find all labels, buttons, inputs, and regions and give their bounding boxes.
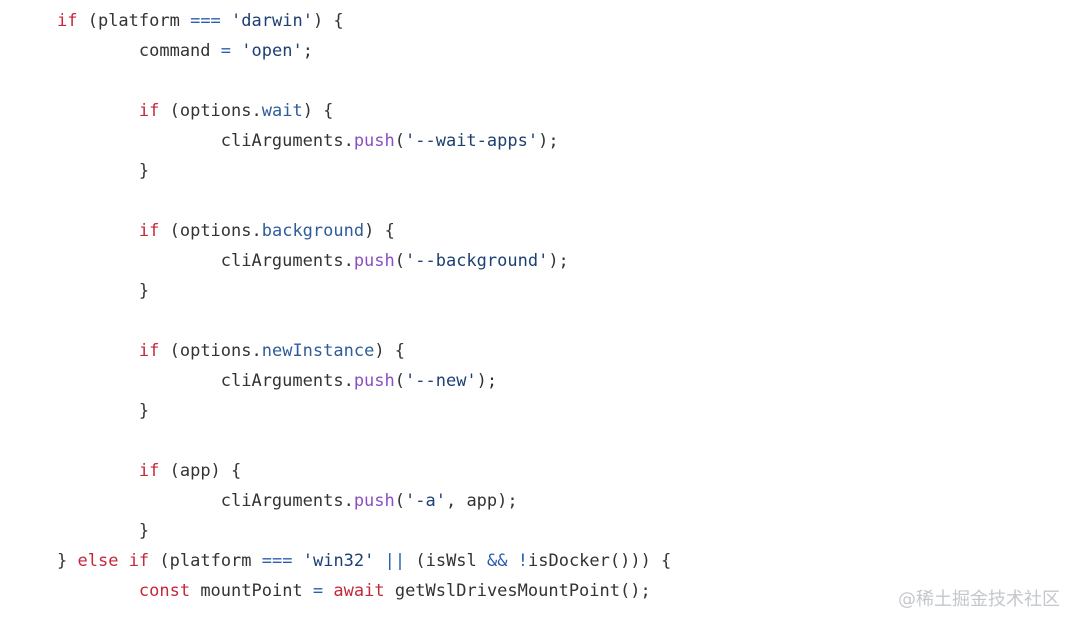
code-token-string: '--new' — [405, 371, 477, 391]
code-token-operator: && — [487, 551, 508, 571]
code-token-string: 'darwin' — [231, 11, 313, 31]
code-token-string: 'win32' — [302, 551, 375, 571]
code-line: if (options.newInstance) { — [57, 336, 405, 366]
code-token-plain: } — [57, 551, 78, 571]
code-token-operator: === — [261, 551, 293, 571]
code-token-operator: = — [312, 581, 324, 601]
code-token-plain: (app) { — [159, 461, 242, 481]
code-line: cliArguments.push('--background'); — [57, 246, 569, 276]
code-token-plain: ; — [302, 41, 313, 61]
code-token-operator: || — [384, 551, 406, 571]
code-line: command = 'open'; — [57, 36, 313, 66]
code-token-property: wait — [261, 101, 303, 121]
code-token-property: background — [261, 221, 365, 241]
code-token-property: newInstance — [261, 341, 375, 361]
code-token-plain: ); — [538, 131, 559, 151]
code-token-plain: (platform — [77, 11, 191, 31]
code-token-operator: ! — [517, 551, 528, 571]
code-token-plain: , app); — [445, 491, 518, 511]
code-token-string: '-a' — [405, 491, 446, 511]
code-token-plain: ( — [394, 491, 406, 511]
code-line: } — [57, 516, 149, 546]
code-token-plain — [374, 551, 384, 571]
code-token-plain: ); — [548, 251, 569, 271]
code-token-plain — [57, 341, 139, 361]
code-line: } — [57, 396, 149, 426]
code-token-operator: = — [220, 41, 232, 61]
code-token-keyword: await — [333, 581, 385, 601]
code-token-plain: ( — [394, 251, 406, 271]
code-token-plain — [57, 581, 139, 601]
code-token-method: push — [353, 251, 395, 271]
code-token-plain: ) { — [302, 101, 334, 121]
code-token-plain — [57, 461, 139, 481]
code-token-plain: (isWsl — [405, 551, 488, 571]
code-line: if (options.background) { — [57, 216, 395, 246]
code-line: if (options.wait) { — [57, 96, 334, 126]
code-token-plain — [118, 551, 128, 571]
code-token-plain — [323, 581, 333, 601]
code-token-keyword: else — [77, 551, 119, 571]
code-token-plain — [57, 221, 139, 241]
code-token-plain: } — [57, 161, 150, 181]
code-line: cliArguments.push('--wait-apps'); — [57, 126, 559, 156]
code-token-method: push — [353, 491, 395, 511]
code-token-plain — [508, 551, 518, 571]
code-token-plain: cliArguments. — [57, 371, 354, 391]
code-line: } — [57, 156, 149, 186]
code-token-keyword: if — [138, 221, 160, 241]
code-token-plain: (platform — [149, 551, 262, 571]
code-token-method: push — [353, 131, 395, 151]
code-token-plain: cliArguments. — [57, 491, 354, 511]
watermark: @稀土掘金技术社区 — [898, 589, 1060, 610]
code-token-operator: === — [190, 11, 221, 31]
code-line: if (platform === 'darwin') { — [57, 6, 344, 36]
code-token-keyword: if — [138, 101, 160, 121]
code-token-plain: getWslDrivesMountPoint(); — [384, 581, 651, 601]
code-token-plain: (options. — [159, 101, 262, 121]
code-token-plain: isDocker())) { — [528, 551, 672, 571]
code-token-plain: ); — [476, 371, 498, 391]
code-token-plain: } — [57, 521, 150, 541]
code-token-keyword: if — [138, 461, 160, 481]
code-token-plain: cliArguments. — [57, 131, 354, 151]
code-line: } — [57, 276, 149, 306]
code-token-plain — [231, 41, 241, 61]
code-token-keyword: if — [57, 11, 78, 31]
code-token-plain: ) { — [312, 11, 344, 31]
code-line: cliArguments.push('-a', app); — [57, 486, 518, 516]
code-line: if (app) { — [57, 456, 241, 486]
code-token-plain — [221, 11, 231, 31]
code-line: } else if (platform === 'win32' || (isWs… — [57, 546, 671, 576]
code-token-keyword: const — [138, 581, 191, 601]
code-token-plain: cliArguments. — [57, 251, 354, 271]
code-token-plain: ( — [394, 371, 406, 391]
code-token-plain: } — [57, 281, 150, 301]
code-token-keyword: if — [128, 551, 150, 571]
code-token-plain: command — [57, 41, 221, 61]
code-token-string: 'open' — [241, 41, 303, 61]
code-token-string: '--wait-apps' — [405, 131, 539, 151]
code-token-string: '--background' — [405, 251, 549, 271]
code-token-method: push — [353, 371, 395, 391]
code-token-plain: mountPoint — [190, 581, 313, 601]
code-token-plain: } — [57, 401, 150, 421]
code-line: cliArguments.push('--new'); — [57, 366, 497, 396]
code-token-plain: ( — [394, 131, 406, 151]
code-line: const mountPoint = await getWslDrivesMou… — [57, 576, 651, 606]
code-token-keyword: if — [138, 341, 160, 361]
code-token-plain: ) { — [364, 221, 395, 241]
code-token-plain: (options. — [159, 341, 262, 361]
code-token-plain — [57, 101, 139, 121]
code-token-plain: (options. — [159, 221, 262, 241]
code-token-plain: ) { — [374, 341, 406, 361]
code-token-plain — [292, 551, 302, 571]
